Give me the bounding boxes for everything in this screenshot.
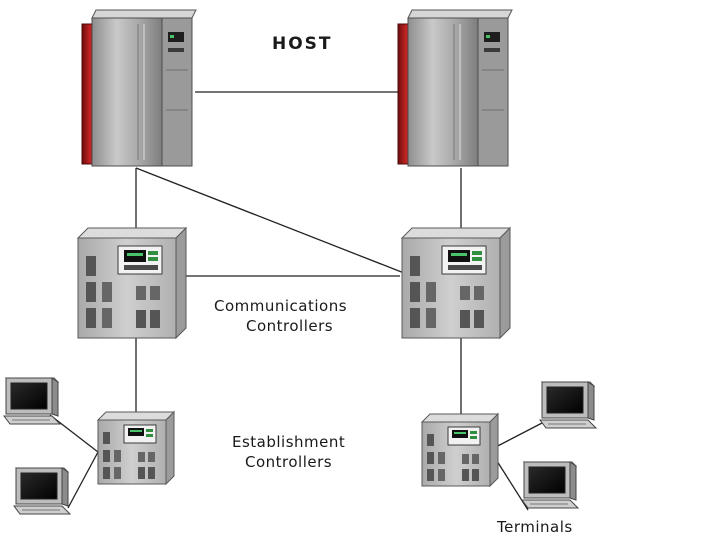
terminals-label: Terminals bbox=[497, 518, 573, 536]
communications-controllers-label-line2: Controllers bbox=[246, 317, 334, 335]
est-controller-left bbox=[97, 411, 175, 485]
link-est-right-term-right-top bbox=[489, 421, 545, 451]
link-host-left-comm-right bbox=[135, 167, 405, 274]
terminal-right-bottom bbox=[521, 461, 579, 509]
terminal-right-top bbox=[539, 381, 597, 429]
establishment-controllers-label-line1: Establishment bbox=[232, 433, 346, 451]
terminal-left-bottom bbox=[13, 467, 71, 515]
terminal-left-top bbox=[3, 377, 61, 425]
comm-controller-left bbox=[77, 227, 187, 339]
host-left bbox=[81, 9, 197, 167]
link-est-left-term-left-top bbox=[49, 414, 99, 453]
communications-controllers-label-line1: Communications bbox=[214, 297, 348, 315]
host-label: HOST bbox=[272, 34, 333, 54]
comm-controller-right bbox=[401, 227, 511, 339]
establishment-controllers-label-line2: Controllers bbox=[245, 453, 333, 471]
host-right bbox=[397, 9, 513, 167]
link-est-left-term-left-bottom bbox=[67, 451, 99, 509]
est-controller-right bbox=[421, 413, 499, 487]
